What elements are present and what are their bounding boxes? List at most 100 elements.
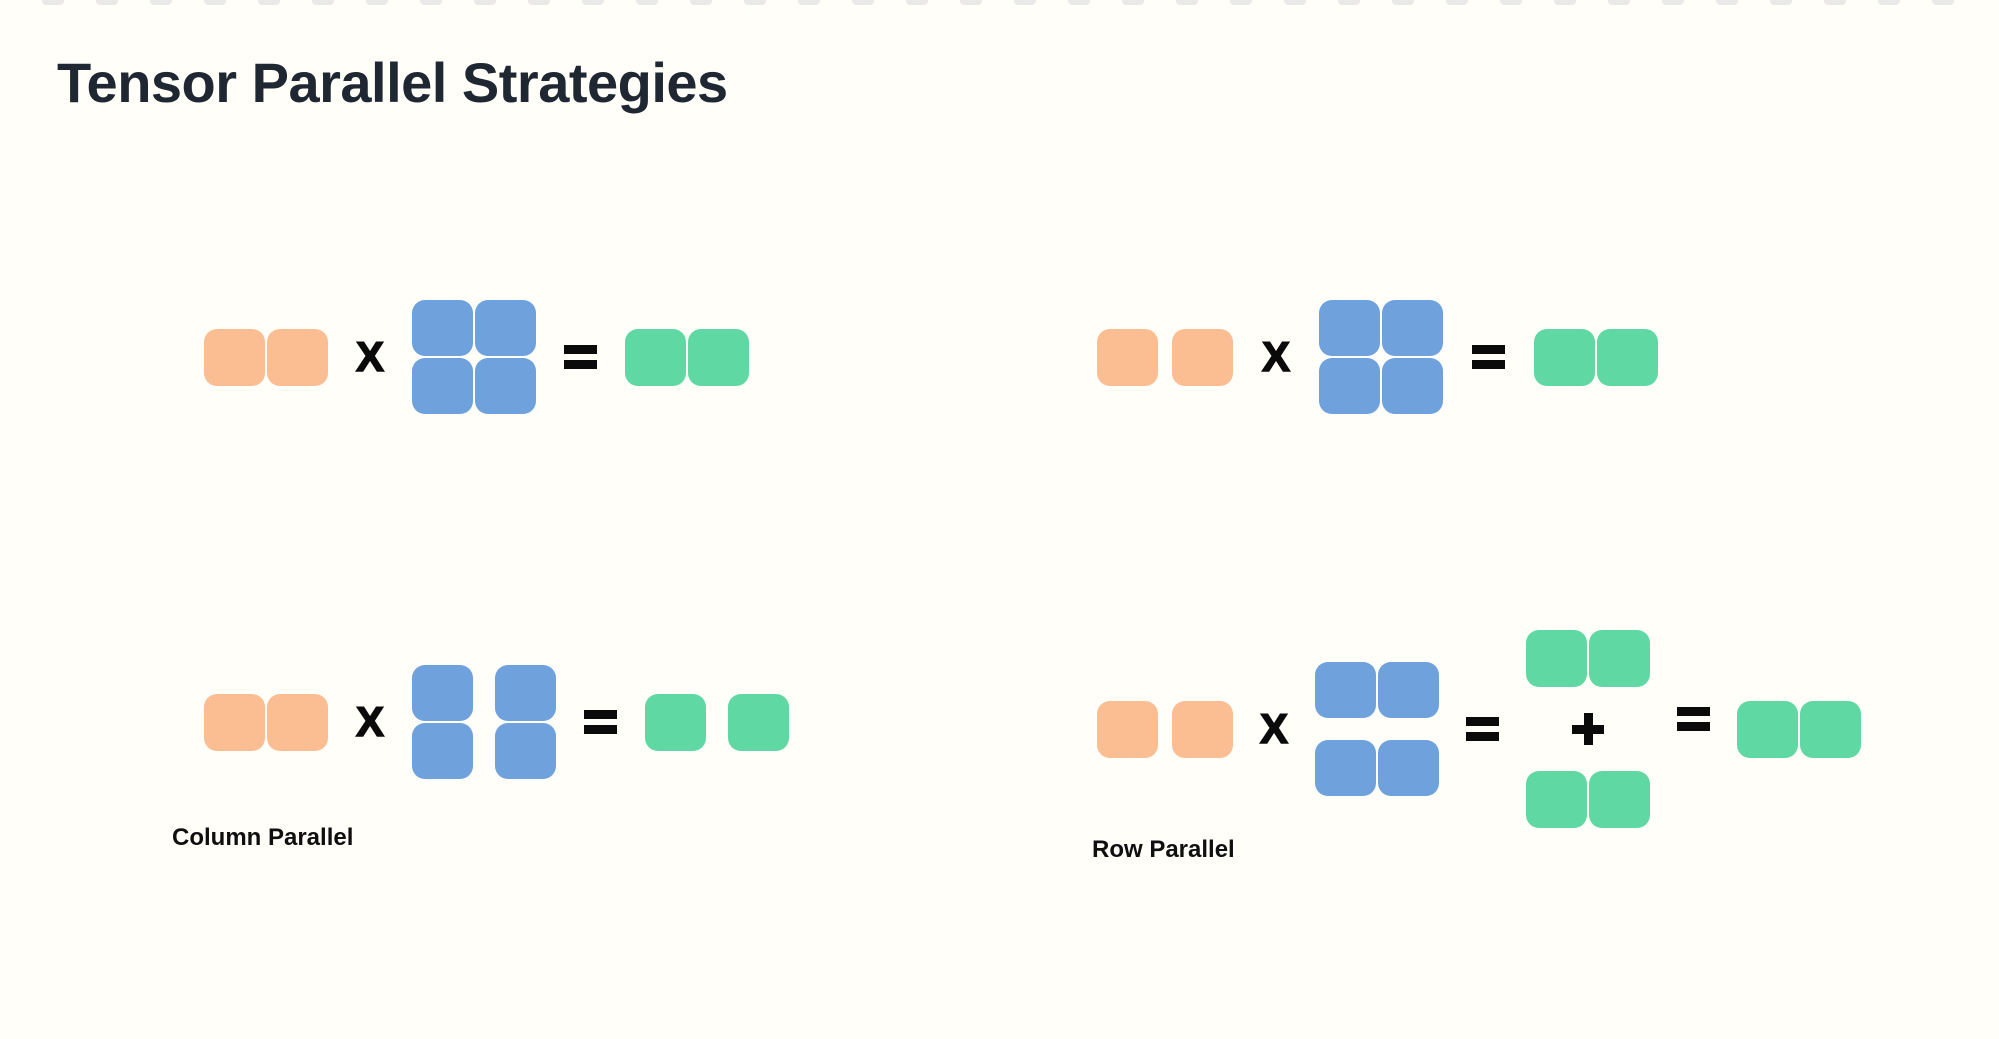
column-parallel-caption: Column Parallel [172, 824, 354, 851]
thumbnail-square [1176, 0, 1198, 5]
weight-block [495, 723, 557, 779]
thumbnail-square [906, 0, 928, 5]
thumbnail-square [852, 0, 874, 5]
weight-matrix [412, 300, 537, 414]
thumbnail-square [528, 0, 550, 5]
diagram-row-parallel: X [1097, 630, 1862, 828]
equals-icon [1466, 717, 1500, 741]
thumbnail-square [744, 0, 766, 5]
weight-matrix [1319, 300, 1444, 414]
weight-block [475, 300, 537, 356]
output-block [625, 328, 687, 386]
weight-matrix-column-split [412, 665, 557, 779]
weight-block [495, 665, 557, 721]
input-matrix [204, 328, 328, 386]
thumbnail-square [1338, 0, 1360, 5]
thumbnail-square [1932, 0, 1954, 5]
output-block [1534, 328, 1596, 386]
activation-block [1172, 328, 1233, 386]
equals-icon [564, 345, 598, 369]
output-matrix [1737, 700, 1862, 758]
output-matrix-split [645, 693, 790, 751]
output-block [1597, 328, 1659, 386]
diagram-matmul-top-right: X [1097, 300, 1659, 414]
thumbnail-square [798, 0, 820, 5]
thumbnail-square [420, 0, 442, 5]
output-block [688, 328, 750, 386]
partial-output-top [1526, 630, 1651, 687]
slide-thumbnail-strip [42, 0, 1954, 5]
input-matrix [1097, 328, 1233, 386]
multiply-operator: X [1261, 333, 1291, 380]
thumbnail-square [960, 0, 982, 5]
thumbnail-square [690, 0, 712, 5]
weight-block [1378, 662, 1440, 718]
thumbnail-square [204, 0, 226, 5]
output-block [1526, 630, 1588, 687]
thumbnail-square [1716, 0, 1738, 5]
thumbnail-square [1230, 0, 1252, 5]
output-block [645, 693, 707, 751]
multiply-operator: X [355, 698, 385, 745]
activation-block [1097, 700, 1158, 758]
thumbnail-square [366, 0, 388, 5]
thumbnail-square [150, 0, 172, 5]
activation-block [1172, 700, 1233, 758]
weight-block [1315, 662, 1377, 718]
thumbnail-square [1500, 0, 1522, 5]
weight-block [1382, 358, 1444, 414]
weight-block [1382, 300, 1444, 356]
thumbnail-square [1122, 0, 1144, 5]
equals-icon [1472, 345, 1506, 369]
input-matrix [1097, 700, 1233, 758]
thumbnail-square [1068, 0, 1090, 5]
output-matrix [625, 328, 750, 386]
thumbnail-square [1878, 0, 1900, 5]
thumbnail-square [42, 0, 64, 5]
thumbnail-square [1608, 0, 1630, 5]
multiply-operator: X [1259, 705, 1289, 752]
output-block [1589, 630, 1651, 687]
output-block [728, 693, 790, 751]
weight-block [1378, 740, 1440, 796]
weight-block [475, 358, 537, 414]
thumbnail-square [582, 0, 604, 5]
equals-icon [1677, 707, 1711, 731]
activation-block [267, 328, 328, 386]
activation-block [204, 693, 265, 751]
thumbnail-square [474, 0, 496, 5]
weight-block [412, 358, 474, 414]
activation-block [267, 693, 328, 751]
weight-block [412, 665, 474, 721]
thumbnail-square [1662, 0, 1684, 5]
multiply-operator: X [355, 333, 385, 380]
thumbnail-square [1824, 0, 1846, 5]
thumbnail-square [636, 0, 658, 5]
activation-block [204, 328, 265, 386]
thumbnail-square [258, 0, 280, 5]
thumbnail-square [96, 0, 118, 5]
thumbnail-square [312, 0, 334, 5]
output-block [1737, 700, 1799, 758]
thumbnail-square [1770, 0, 1792, 5]
weight-matrix-row-split [1315, 662, 1440, 796]
output-block [1526, 771, 1588, 828]
weight-block [412, 723, 474, 779]
diagram-column-parallel: X [204, 665, 790, 779]
diagram-matmul-top-left: X [204, 300, 750, 414]
thumbnail-square [1446, 0, 1468, 5]
weight-block [1315, 740, 1377, 796]
partial-output-bottom [1526, 771, 1651, 828]
plus-icon [1572, 713, 1605, 745]
weight-block [412, 300, 474, 356]
weight-block [1319, 300, 1381, 356]
row-parallel-caption: Row Parallel [1092, 836, 1235, 863]
output-matrix [1534, 328, 1659, 386]
thumbnail-square [1554, 0, 1576, 5]
equals-icon [584, 710, 618, 734]
thumbnail-square [1284, 0, 1306, 5]
thumbnail-square [1014, 0, 1036, 5]
output-block [1800, 700, 1862, 758]
activation-block [1097, 328, 1158, 386]
